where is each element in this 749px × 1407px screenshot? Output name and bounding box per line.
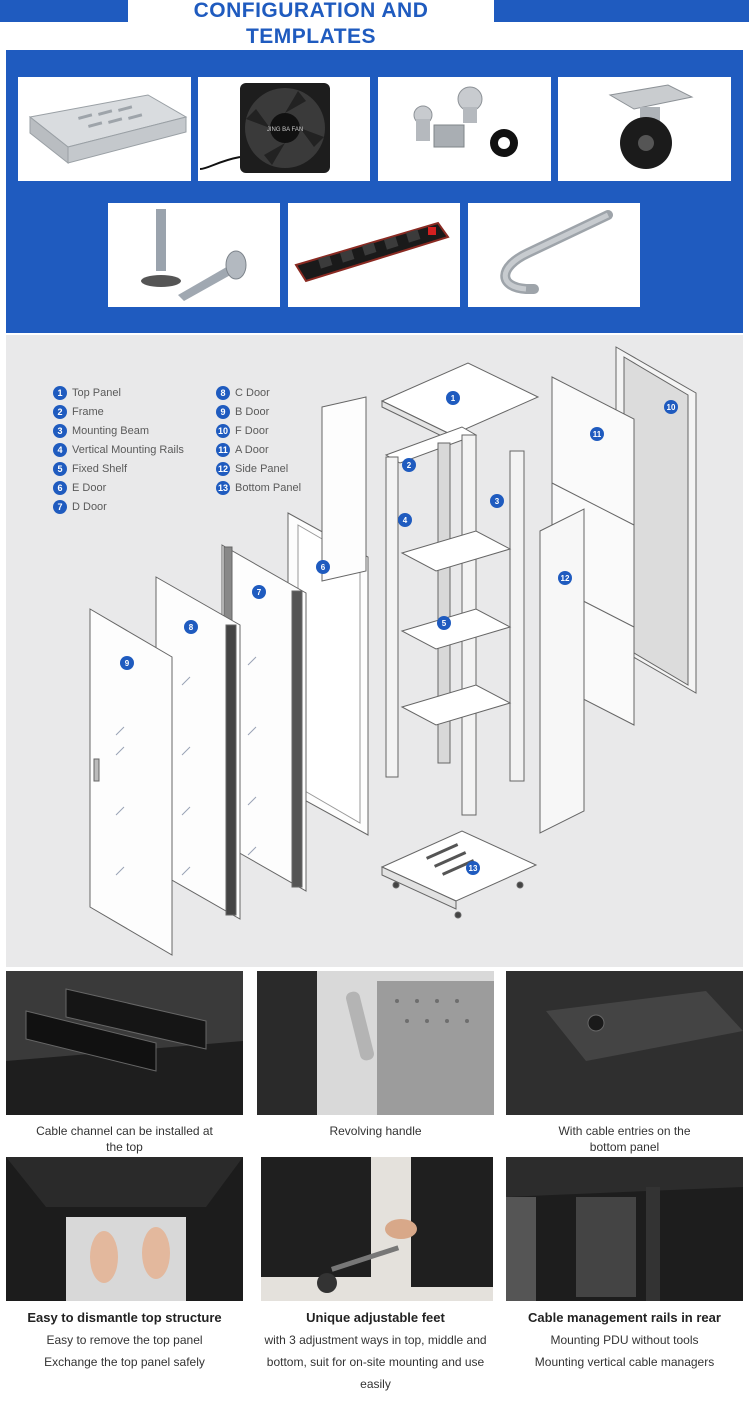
- tag-b-door: 9: [120, 656, 134, 670]
- cage-nut-screw-set-image: [378, 77, 551, 181]
- tag-d-door: 7: [252, 585, 266, 599]
- revolving-handle-photo: [257, 971, 494, 1115]
- tag-frame: 2: [402, 458, 416, 472]
- tag-bottom-panel: 13: [466, 861, 480, 875]
- tag-vertical-rails: 4: [398, 513, 412, 527]
- adjustable-feet-title: Unique adjustable feet: [306, 1310, 445, 1325]
- dismantle-top-photo: [6, 1157, 243, 1301]
- cable-management-rails-photo: [506, 1157, 743, 1301]
- fixed-shelf-image: [18, 77, 191, 181]
- header-bar-left: [0, 0, 128, 22]
- leveling-foot-image: [108, 203, 280, 307]
- caster-wheel-image: [558, 77, 731, 181]
- tag-c-door: 8: [184, 620, 198, 634]
- rack-exploded-drawing: [89, 346, 697, 956]
- cable-entries-photo: [506, 971, 743, 1115]
- page-title: CONFIGURATION AND TEMPLATES: [193, 0, 429, 48]
- adjustable-feet-photo: [261, 1157, 493, 1301]
- tag-mounting-beam: 3: [490, 494, 504, 508]
- revolving-handle-caption: Revolving handle: [329, 1124, 422, 1138]
- cooling-fan-image: JING BA FAN: [198, 77, 370, 181]
- header-bar-right: [494, 0, 749, 22]
- fan-label: JING BA FAN: [267, 127, 303, 133]
- dismantle-top-title: Easy to dismantle top structure: [27, 1310, 222, 1325]
- adjustable-feet-description: with 3 adjustment ways in top, middle an…: [264, 1333, 487, 1391]
- cable-channel-photo: [6, 971, 243, 1115]
- tag-a-door: 11: [590, 427, 604, 441]
- cable-rails-description: Mounting PDU without tools Mounting vert…: [534, 1333, 715, 1369]
- cable-rails-title: Cable management rails in rear: [528, 1310, 721, 1325]
- tag-fixed-shelf: 5: [437, 616, 451, 630]
- tag-e-door: 6: [316, 560, 330, 574]
- cable-bracket-image: [468, 203, 640, 307]
- tag-side-panel: 12: [558, 571, 572, 585]
- dismantle-top-description: Easy to remove the top panel Exchange th…: [44, 1333, 205, 1369]
- tag-f-door: 10: [664, 400, 678, 414]
- tag-top-panel: 1: [446, 391, 460, 405]
- pdu-power-strip-image: [288, 203, 460, 307]
